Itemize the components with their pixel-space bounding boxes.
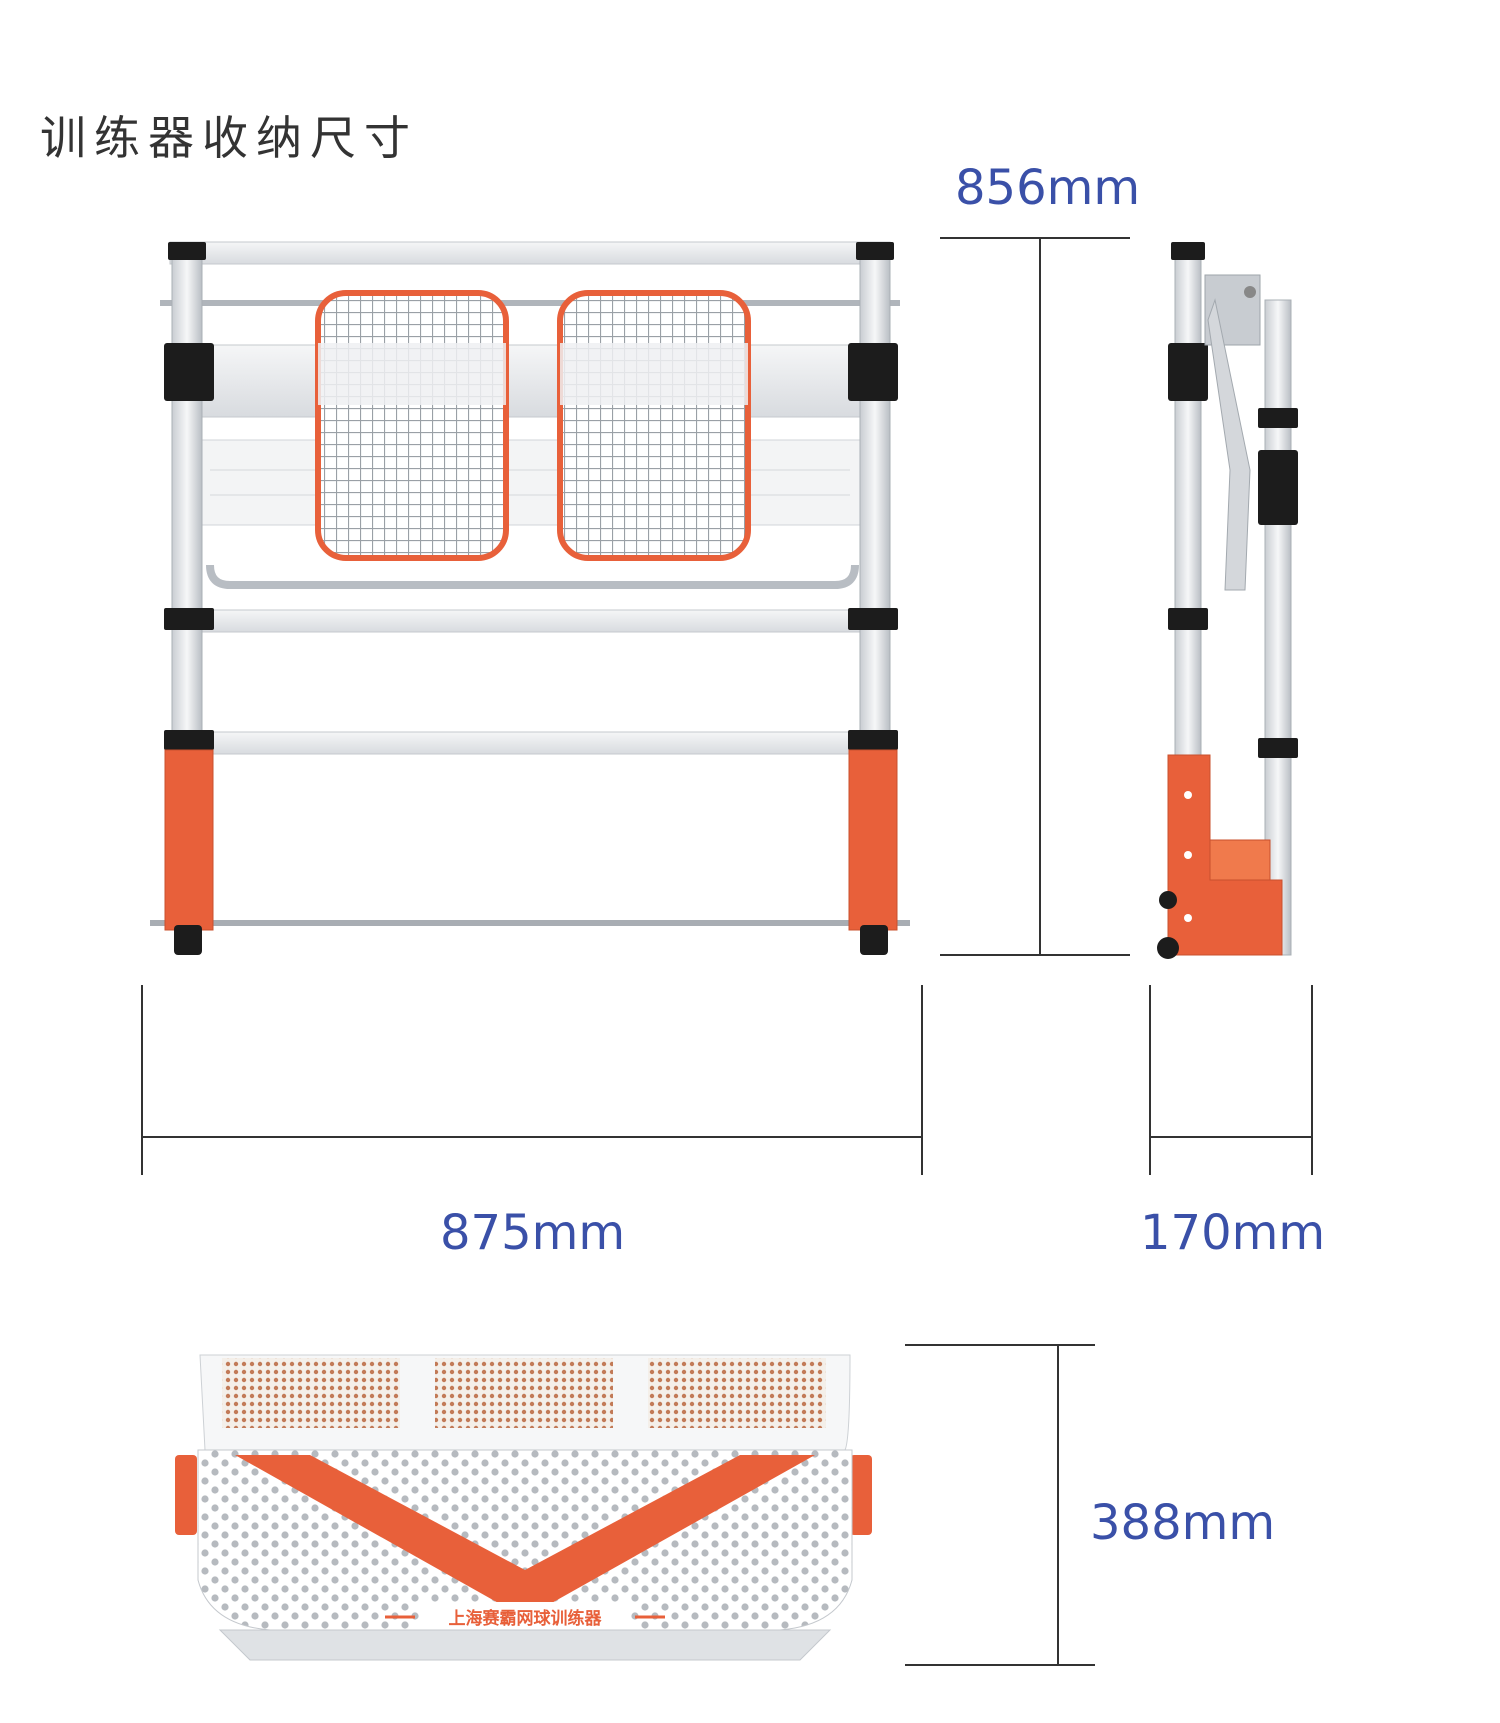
width-dimension-lines [141, 985, 923, 1175]
height-dimension-lines [940, 237, 1130, 956]
height-dimension-label: 856mm [955, 160, 1141, 216]
depth-dimension-label: 170mm [1140, 1205, 1326, 1261]
front-view-image [150, 241, 910, 955]
side-view-image [1157, 242, 1298, 959]
base-height-dimension-label: 388mm [1090, 1495, 1276, 1551]
base-view-image [175, 1354, 872, 1661]
depth-dimension-lines [1149, 985, 1313, 1175]
page-title: 训练器收纳尺寸 [40, 111, 418, 165]
brand-label: 上海赛霸网球训练器 [449, 1608, 603, 1629]
width-dimension-label: 875mm [440, 1205, 626, 1261]
base-height-dimension-lines [905, 1344, 1095, 1666]
